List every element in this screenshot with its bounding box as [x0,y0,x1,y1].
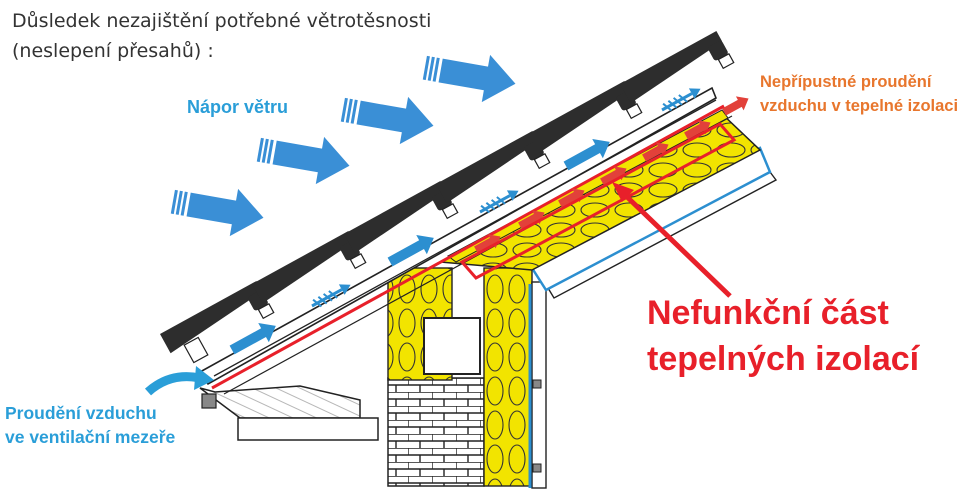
leak-label-line-2: vzduchu v tepelné izolaci [760,97,959,115]
big-wind-arrow-icon [254,126,354,190]
insulation-airflow-label: Nepřípustné proudění vzduchu v tepelné i… [760,70,958,118]
diagram-title: Důsledek nezajištění potřebné větrotěsno… [12,6,431,66]
fault-label-line-2: tepelných izolací [647,340,920,378]
vent-label-line-1: Proudění vzduchu [5,403,157,423]
eave-batten [183,336,209,364]
vent-entry-arrow-icon [144,366,214,396]
title-line-2: (neslepení přesahů) : [12,40,214,62]
nonfunctional-insulation-label: Nefunkční část tepelných izolací [647,290,919,382]
wall-clip [532,379,542,389]
brick-wall [387,377,485,487]
gutter-bracket [201,393,217,409]
vent-gap-flow-label: Proudění vzduchu ve ventilační mezeře [5,401,175,449]
leak-label-line-1: Nepřípustné proudění [760,73,932,91]
ceiling-board [237,417,379,441]
wall-insulation-right [483,267,533,487]
title-line-1: Důsledek nezajištění potřebné větrotěsno… [12,10,432,32]
wind-arrows [168,44,520,242]
windproof-membrane [211,104,725,390]
big-wind-arrow-icon [420,44,520,108]
vent-label-line-2: ve ventilační mezeře [5,427,176,447]
eave-soffit [199,385,361,419]
big-wind-arrow-icon [168,178,268,242]
fault-label-line-1: Nefunkční část [647,294,889,332]
wall-clip [532,463,542,473]
red-pointer-arrow-icon [612,182,732,298]
big-wind-arrow-icon [338,86,438,150]
fault-area-outline [459,122,737,280]
vent-gap-line [213,99,717,377]
wind-pressure-label: Nápor větru [187,97,289,117]
wall-opening [423,317,481,375]
